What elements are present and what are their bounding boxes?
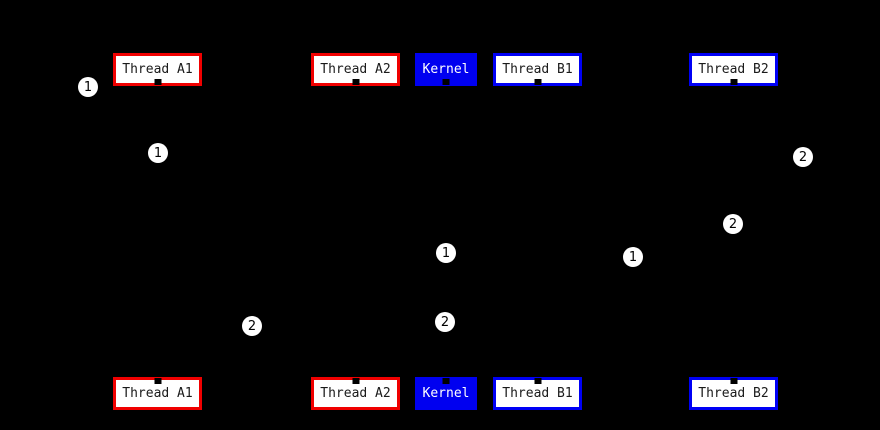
actor-box-thread-a2-top: Thread A2 [311, 53, 400, 86]
actor-box-kernel-top: Kernel [415, 53, 477, 86]
actor-box-thread-b2-top: Thread B2 [689, 53, 778, 86]
actor-label-thread-a1: Thread A1 [122, 386, 193, 401]
step-marker-8: 2 [242, 316, 262, 336]
actor-label-thread-a2: Thread A2 [320, 62, 391, 77]
actor-box-thread-a1-bottom: Thread A1 [113, 377, 202, 410]
step-marker-4: 2 [723, 214, 743, 234]
lifeline-notch [352, 378, 359, 384]
actor-label-kernel: Kernel [422, 62, 470, 77]
step-marker-5: 1 [436, 243, 456, 263]
lifeline-notch [154, 79, 161, 85]
step-marker-3: 2 [793, 147, 813, 167]
lifeline-notch [534, 378, 541, 384]
actor-box-thread-b2-bottom: Thread B2 [689, 377, 778, 410]
lifeline-notch [154, 378, 161, 384]
actor-label-thread-b2: Thread B2 [698, 386, 769, 401]
step-marker-1: 1 [78, 77, 98, 97]
step-marker-2: 1 [148, 143, 168, 163]
step-marker-7: 2 [435, 312, 455, 332]
actor-box-thread-b1-top: Thread B1 [493, 53, 582, 86]
lifeline-notch [352, 79, 359, 85]
lifeline-notch [534, 79, 541, 85]
actor-label-kernel: Kernel [422, 386, 470, 401]
step-marker-6: 1 [623, 247, 643, 267]
actor-label-thread-a1: Thread A1 [122, 62, 193, 77]
actor-box-thread-b1-bottom: Thread B1 [493, 377, 582, 410]
lifeline-notch [442, 79, 450, 85]
lifeline-notch [442, 378, 450, 384]
lifeline-notch [730, 79, 737, 85]
actor-label-thread-a2: Thread A2 [320, 386, 391, 401]
actor-label-thread-b1: Thread B1 [502, 386, 573, 401]
actor-label-thread-b1: Thread B1 [502, 62, 573, 77]
actor-box-thread-a2-bottom: Thread A2 [311, 377, 400, 410]
actor-box-thread-a1-top: Thread A1 [113, 53, 202, 86]
actor-label-thread-b2: Thread B2 [698, 62, 769, 77]
actor-box-kernel-bottom: Kernel [415, 377, 477, 410]
lifeline-notch [730, 378, 737, 384]
